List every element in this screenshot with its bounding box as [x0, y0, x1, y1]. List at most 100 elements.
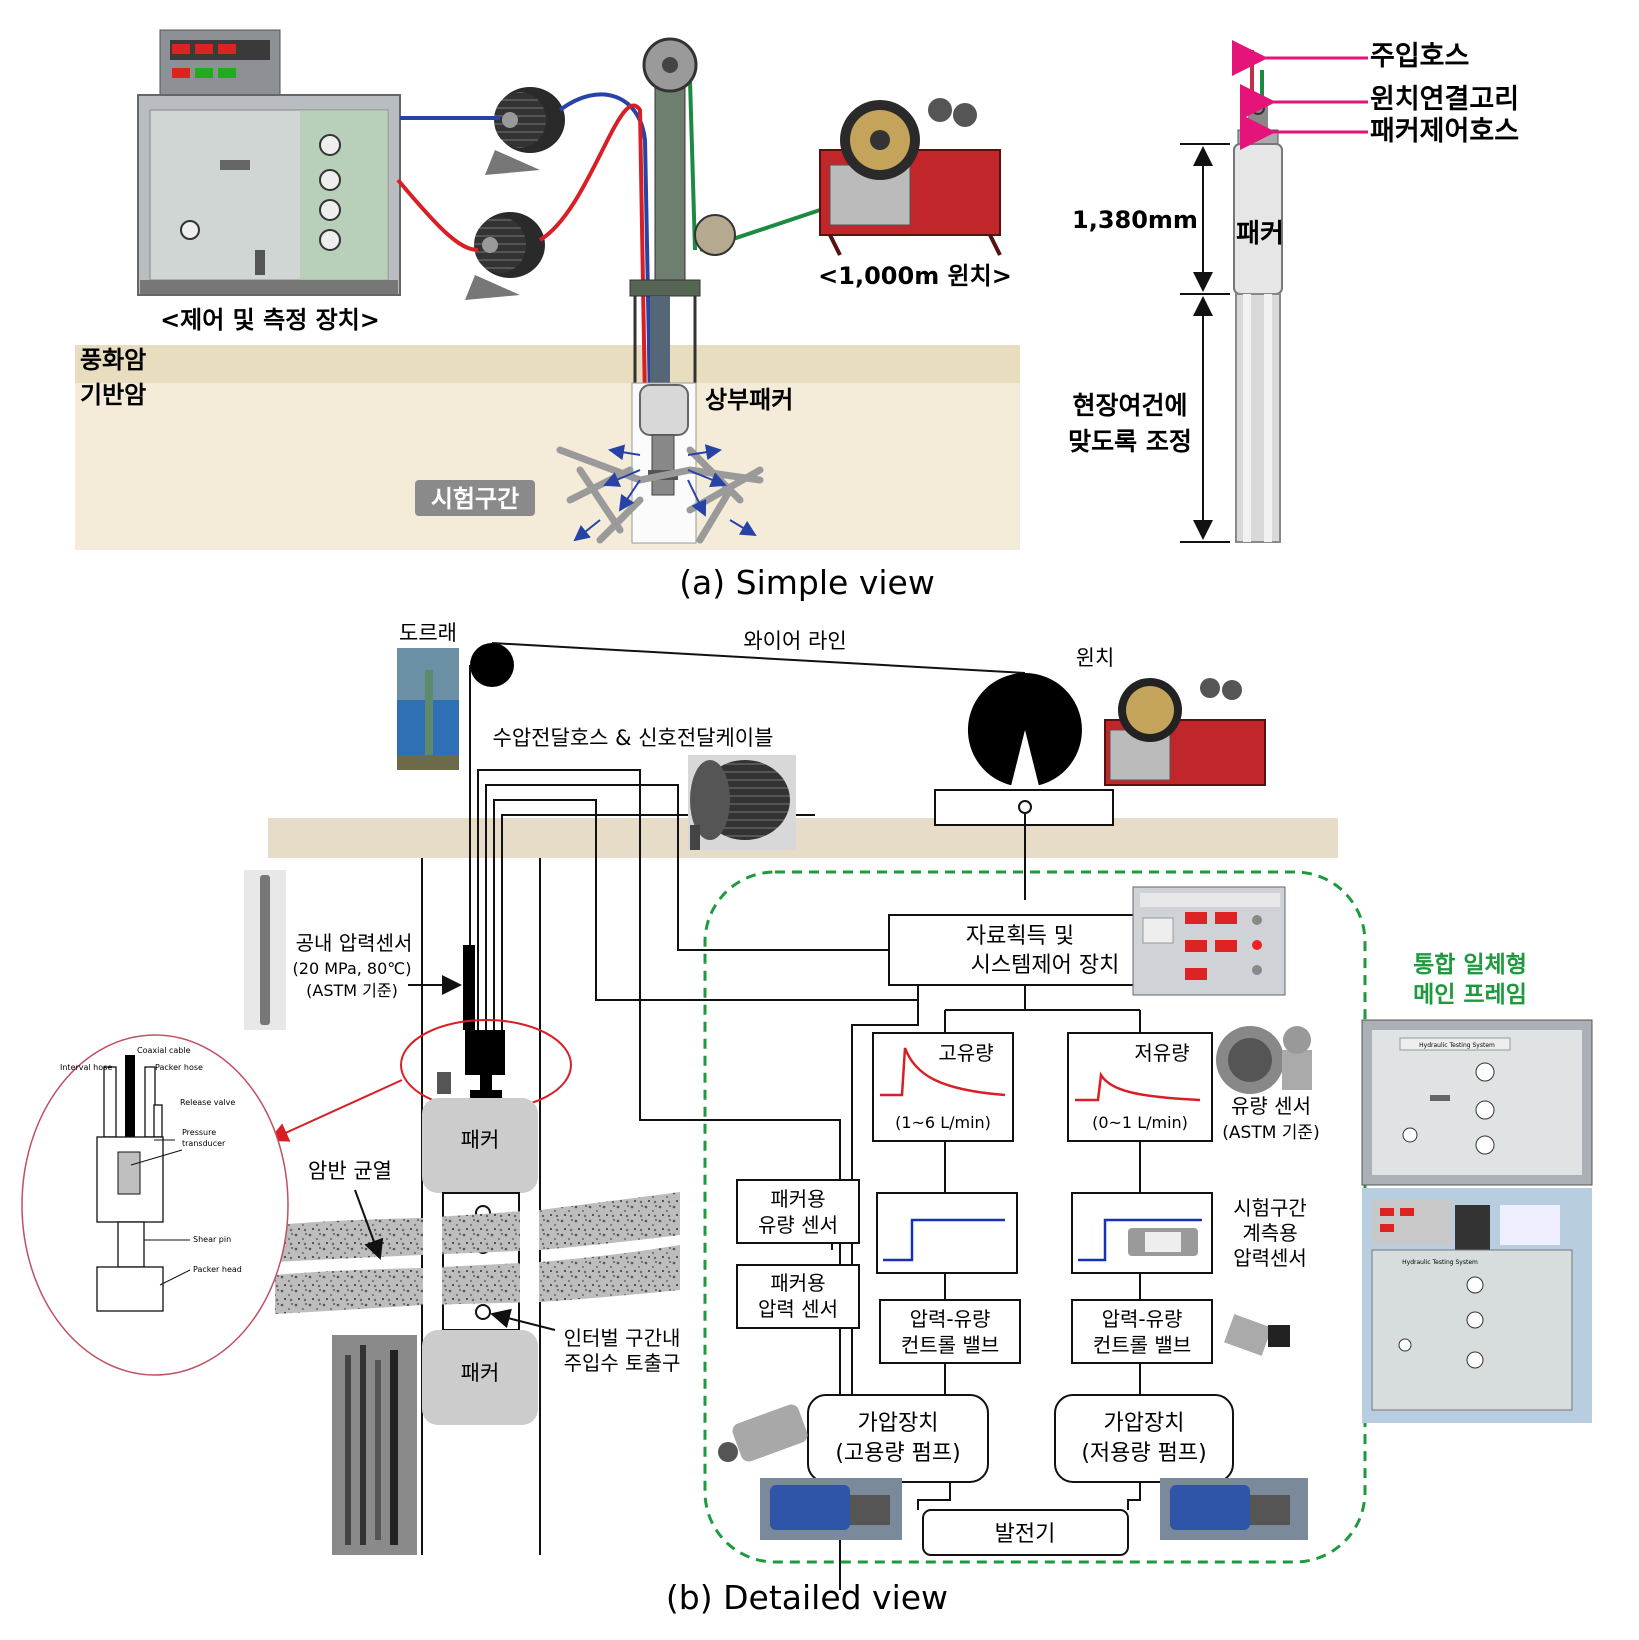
downhole-sensor-line3: (ASTM 기준) [306, 981, 398, 1000]
rods-photo [332, 1335, 417, 1555]
callout-packer-hose: Packer hose [155, 1063, 203, 1072]
callout-interval-hose: Interval hose [60, 1063, 112, 1072]
callout-pressure-1: Pressure [182, 1128, 216, 1137]
motor-photo [718, 1404, 808, 1462]
pump-right-photo [1160, 1478, 1308, 1540]
callout-coaxial-cable: Coaxial cable [137, 1046, 191, 1055]
callout-arrow [268, 1079, 403, 1142]
callout-release-valve: Release valve [180, 1098, 235, 1107]
wire-line-top [491, 642, 1026, 674]
outlet-4 [475, 1304, 491, 1320]
flow-sensor-line2: (ASTM 기준) [1222, 1123, 1319, 1143]
panel-title-1: Hydraulic Testing System [1419, 1042, 1495, 1049]
high-flow-box [872, 1032, 1014, 1142]
pump-left-line1: 가압장치 [858, 1411, 939, 1436]
magenta-pointers [1232, 40, 1368, 150]
hose-reel-upper [485, 87, 565, 175]
test-pressure-sensor-photo [1128, 1228, 1198, 1256]
adjust-label-2: 맞도록 조정 [1068, 427, 1192, 456]
flow-arrows [573, 444, 757, 542]
red-hose-reel [538, 103, 647, 401]
flow-sensor-photo [1216, 1026, 1312, 1094]
downhole-sensor-photo [244, 870, 286, 1030]
packer-pressure-sensor-box [736, 1264, 860, 1329]
high-flow-range: (1~6 L/min) [895, 1113, 991, 1132]
pump-right-box [1054, 1394, 1234, 1483]
test-pressure-line3: 압력센서 [1233, 1246, 1307, 1270]
surface-ground [268, 818, 1338, 858]
packer-upper [422, 1098, 538, 1193]
injection-hose-label: 주입호스 [1370, 41, 1469, 72]
interval-outlet-line2: 주입수 토출구 [564, 1351, 681, 1375]
daq-box [888, 914, 1150, 986]
control-measurement-cabinet [137, 29, 401, 296]
packer-flow-sensor-box [736, 1179, 860, 1244]
outlet-pointer [490, 1308, 556, 1331]
caption-detailed-view: (b) Detailed view [666, 1578, 948, 1617]
packer-label: 패커 [1236, 219, 1284, 249]
winch-hook-label: 윈치연결고리 [1370, 84, 1519, 115]
high-flow-curve [880, 1047, 1006, 1097]
detailed-view: 도르래 와이어 라인 수압전달호스 & 신호전달케이블 [21, 621, 1593, 1617]
simple-view: 시험구간 <제어 및 측정 장치> <1,000m 윈치> 풍화암 기반암 상부… [75, 29, 1519, 602]
blue-hose [400, 92, 652, 401]
low-flow-box [1067, 1032, 1213, 1142]
generator-box [922, 1509, 1129, 1556]
low-flow-range: (0~1 L/min) [1092, 1113, 1188, 1132]
callout-detail [21, 1034, 289, 1376]
winch-label: <1,000m 윈치> [818, 262, 1012, 290]
pump-left-line2: (고용량 펌프) [835, 1441, 960, 1466]
callout-packer-head: Packer head [193, 1265, 242, 1274]
packer-lower-label: 패커 [461, 1361, 500, 1385]
pump-right-line2: (저용량 펌프) [1081, 1441, 1206, 1466]
valve-left-box [879, 1299, 1021, 1364]
frame-label-2: 메인 프레임 [1413, 982, 1527, 1008]
rock-fracture-label: 암반 균열 [308, 1159, 392, 1183]
packer-upper-label: 패커 [461, 1128, 500, 1152]
adjust-label-1: 현장여건에 [1072, 391, 1187, 420]
winch-1000m [819, 98, 1002, 256]
test-pressure-line2: 계측용 [1242, 1221, 1297, 1245]
callout-shear-pin: Shear pin [193, 1235, 231, 1244]
pump-left-photo [760, 1478, 902, 1540]
panel-title-2: Hydraulic Testing System [1402, 1259, 1478, 1266]
valve-right-box [1071, 1299, 1213, 1364]
pump-right-line1: 가압장치 [1104, 1411, 1185, 1436]
downhole-tool [437, 945, 505, 1098]
upper-packer-label: 상부패커 [705, 386, 793, 414]
low-flow-label: 저유량 [1134, 1041, 1189, 1065]
interval-outlet-line1: 인터벌 구간내 [564, 1326, 681, 1350]
hose-reel-photo [688, 755, 796, 850]
packer-flow-line1: 패커용 [770, 1187, 825, 1211]
pump-left-box [807, 1394, 989, 1483]
step-right-curve [1078, 1218, 1202, 1262]
dimension-lines [1180, 143, 1230, 543]
frame-label-1: 통합 일체형 [1413, 952, 1527, 978]
green-hose [669, 68, 821, 252]
packer-pressure-line2: 압력 센서 [758, 1297, 838, 1321]
packer-pressure-line1: 패커용 [770, 1271, 825, 1295]
valve-right-line1: 압력-유량 [1102, 1307, 1183, 1331]
hose-reel-lower [465, 212, 545, 300]
red-hose-cabinet [396, 178, 479, 252]
dimension-label: 1,380mm [1072, 206, 1198, 234]
downhole-sensor-line1: 공내 압력센서 [296, 931, 413, 955]
winch-photo [1104, 678, 1266, 786]
wire-line-label: 와이어 라인 [743, 629, 846, 653]
packer-lower [422, 1330, 538, 1425]
winch-label-b: 윈치 [1076, 646, 1115, 670]
winch-symbol [934, 673, 1114, 900]
fracture-pointer [354, 1189, 384, 1260]
fracture-borehole-mask-r [520, 1195, 539, 1310]
caption-simple-view: (a) Simple view [679, 563, 935, 602]
bedrock-label: 기반암 [80, 381, 146, 409]
fracture-borehole-mask [423, 1195, 442, 1310]
derrick-photo [397, 648, 459, 770]
test-section-label: 시험구간 [431, 485, 519, 513]
valve-left-line2: 컨트롤 밸브 [901, 1333, 999, 1357]
test-section-label-bg [415, 480, 535, 516]
valve-left-line1: 압력-유량 [910, 1307, 991, 1331]
callout-pressure-2: transducer [182, 1139, 226, 1148]
ground-top-layer [75, 345, 1020, 383]
valve-right-line2: 컨트롤 밸브 [1093, 1333, 1191, 1357]
